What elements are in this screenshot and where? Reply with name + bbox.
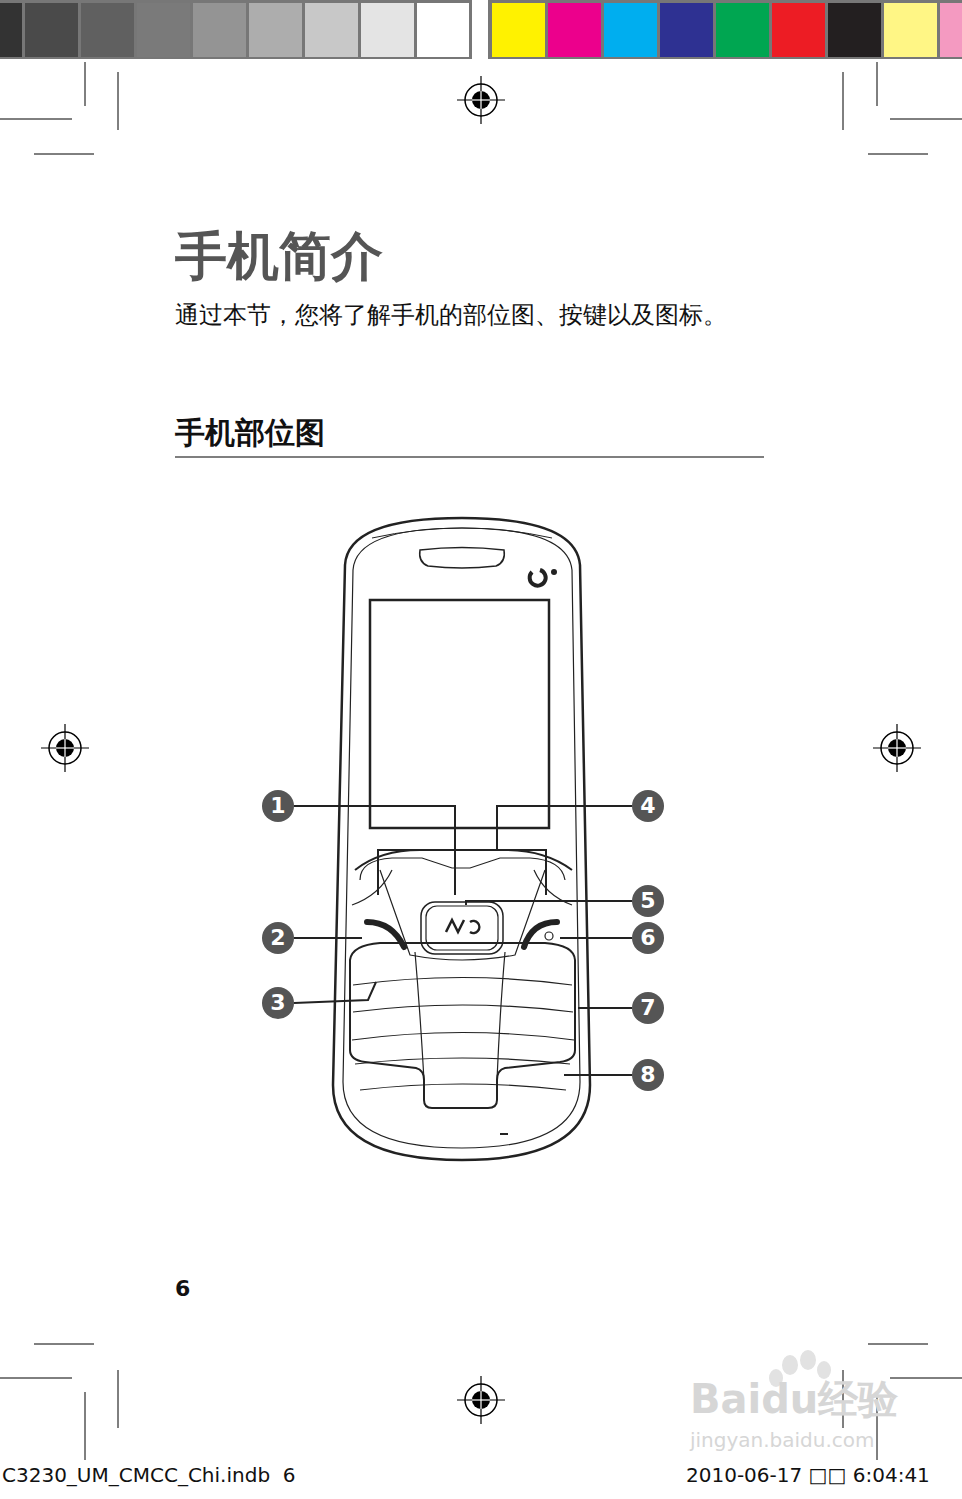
callout-number: 1 bbox=[262, 790, 294, 822]
page-number: 6 bbox=[175, 1276, 215, 1301]
color-bar bbox=[0, 0, 962, 59]
print-slug: C3230_UM_CMCC_Chi.indb 6 bbox=[2, 1463, 402, 1487]
watermark: jingyan.baidu.com bbox=[690, 1428, 950, 1452]
callout-number: 2 bbox=[262, 922, 294, 954]
body-text: 通过本节，您将了解手机的部位图、按键以及图标。 bbox=[175, 298, 735, 332]
callout-number: 5 bbox=[632, 885, 664, 917]
callout-number: 8 bbox=[632, 1059, 664, 1091]
callout-number: 6 bbox=[632, 922, 664, 954]
watermark: Baidu经验 bbox=[690, 1372, 950, 1427]
heading-rule bbox=[175, 456, 764, 457]
crop-mark bbox=[0, 62, 962, 1460]
leader-line bbox=[294, 806, 632, 1075]
print-slug: 2010-06-17 □□ 6:04:41 bbox=[686, 1463, 958, 1487]
callout-number: 7 bbox=[632, 992, 664, 1024]
phone-drawing bbox=[333, 518, 590, 1160]
callout-disc bbox=[262, 790, 664, 1091]
callout-number: 3 bbox=[262, 987, 294, 1019]
page-title: 手机简介 bbox=[175, 222, 383, 292]
section-heading: 手机部位图 bbox=[175, 413, 575, 454]
callout-number: 4 bbox=[632, 790, 664, 822]
